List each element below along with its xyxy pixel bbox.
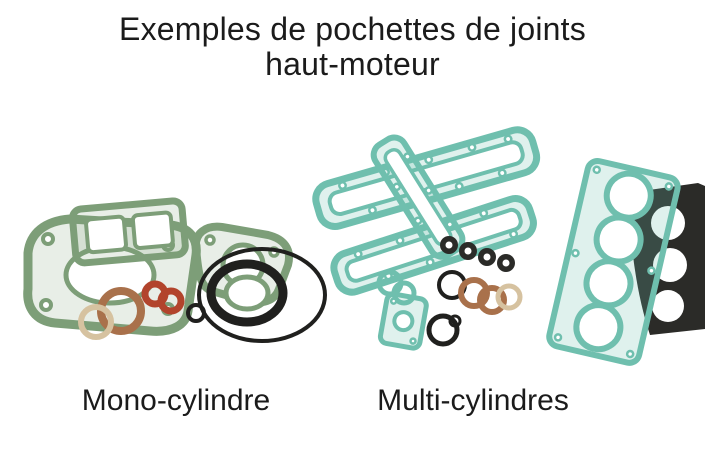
copper-ring-2 [477,285,507,315]
rocker-cover-gasket [69,197,189,267]
black-ring-with-o-ring [426,313,462,347]
mono-cylinder-kit-illustration [23,197,327,343]
small-o-ring [186,303,206,323]
gasket-kits-photo [23,126,705,366]
small-plate-gasket [377,291,429,351]
valve-cover-gasket-3 [370,134,466,260]
page-title: Exemples de pochettes de joints haut-mot… [0,11,705,83]
caption-multi-cylindres: Multi-cylindres [377,384,569,417]
fiber-washer [78,304,114,340]
tan-ring [495,283,523,311]
head-gasket-4-bores [546,157,681,366]
dark-gasket [628,183,705,335]
caption-mono-cylindre: Mono-cylindre [81,384,271,417]
multi-cylinder-kit-illustration [312,126,705,366]
inner-gasket-ring [223,274,271,312]
title-line-2: haut-moteur [265,46,440,83]
o-ring-large [197,247,327,343]
o-ring-thick [206,259,288,327]
copper-ring-1 [458,277,490,309]
valve-stem-seals [440,236,515,272]
exhaust-gasket-red-2 [157,287,185,315]
title-line-1: Exemples de pochettes de joints [119,11,586,47]
